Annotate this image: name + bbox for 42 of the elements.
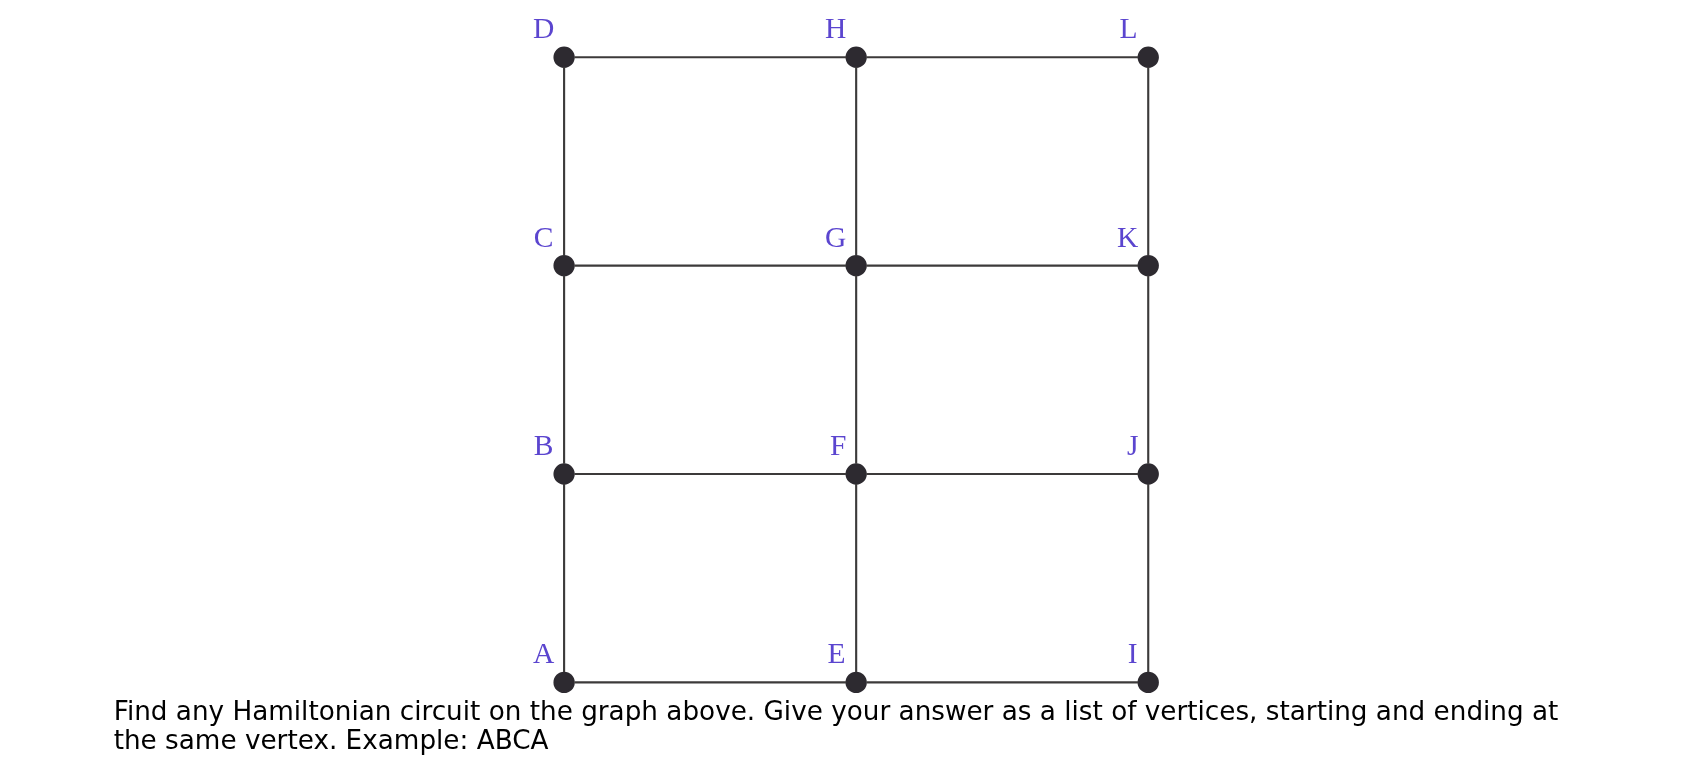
node-circle (1137, 254, 1159, 277)
node-circle (553, 46, 575, 68)
node-circle (845, 46, 867, 68)
connector (563, 483, 566, 673)
connector (574, 681, 847, 684)
node-label: C (533, 220, 554, 253)
connector (1147, 275, 1150, 464)
node-circle (845, 463, 867, 485)
connector (855, 67, 858, 256)
connector (1147, 67, 1150, 256)
connector (1147, 483, 1150, 673)
node-label: B (533, 428, 554, 461)
caption: Find any Hamiltonian circuit on the graph above. Give your answer as a list of vertices, starting and ending at the same vertex. Example: ABCA (113, 695, 1559, 756)
connector (574, 56, 847, 59)
node-label: L (1119, 12, 1138, 45)
node-label: F (829, 428, 847, 461)
connector (855, 483, 858, 673)
node-circle (553, 463, 575, 485)
node-label: I (1127, 637, 1138, 670)
node-label: E (827, 637, 846, 670)
connector (563, 67, 566, 256)
node-circle (845, 671, 867, 694)
connector (574, 264, 847, 267)
node-label: D (532, 12, 555, 45)
connector (574, 472, 847, 476)
node-circle (553, 254, 575, 277)
connector (866, 56, 1139, 59)
node-circle (1137, 671, 1159, 694)
node-circle (845, 254, 867, 277)
node-circle (1137, 46, 1159, 68)
node-label: A (532, 637, 555, 670)
node-label: H (824, 12, 847, 45)
node-label: G (824, 220, 847, 253)
connector (866, 681, 1139, 684)
node-circle (553, 671, 575, 694)
connector (563, 275, 566, 464)
connector (866, 472, 1139, 476)
node-circle (1137, 463, 1159, 485)
node-label: K (1117, 220, 1139, 253)
node-label: J (1126, 428, 1139, 461)
connector (866, 264, 1139, 267)
connector (855, 275, 858, 464)
